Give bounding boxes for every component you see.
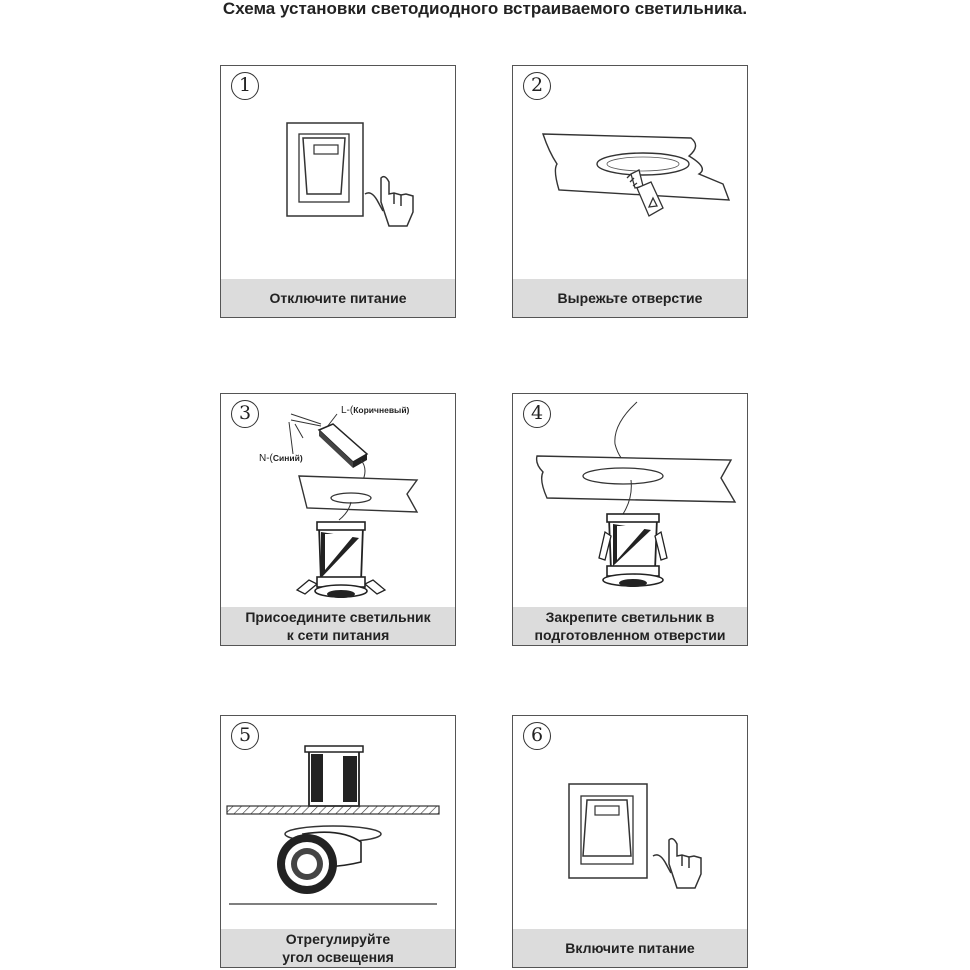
mount-fixture-illustration (535, 401, 737, 587)
live-wire-label: L-(Коричневый) (341, 405, 410, 416)
step-3-panel: 3 L-(Коричневый) N-(Синий) (220, 393, 456, 646)
step-1-panel: 1 Отключите питание (220, 65, 456, 318)
downlight-fixture (598, 513, 668, 587)
page-title: Схема установки светодиодного встраиваем… (222, 0, 748, 18)
step-5-caption: Отрегулируйте угол освещения (221, 929, 455, 967)
fixture-housing (304, 745, 364, 807)
step-5-number: 5 (231, 722, 259, 750)
cut-hole-illustration (542, 133, 731, 217)
adjust-angle-illustration (226, 745, 440, 905)
step-2-caption: Вырежьте отверстие (513, 279, 747, 317)
step-6-number: 6 (523, 722, 551, 750)
step-2-number: 2 (523, 72, 551, 100)
connect-wiring-illustration (288, 413, 419, 598)
pointing-hand-icon (652, 837, 702, 889)
step-1-number: 1 (231, 72, 259, 100)
saw-icon (626, 169, 664, 217)
step-5-panel: 5 Отрегулируйте угол освещения (220, 715, 456, 968)
neutral-wire-label: N-(Синий) (259, 453, 303, 464)
step-4-caption: Закрепите светильник в подготовленном от… (513, 607, 747, 645)
tilted-lamp-head (277, 831, 362, 894)
step-4-panel: 4 Закрепите светильник в подготовленном … (512, 393, 748, 646)
switch-on-illustration (568, 783, 702, 889)
step-1-caption: Отключите питание (221, 279, 455, 317)
step-6-caption: Включите питание (513, 929, 747, 967)
step-3-number: 3 (231, 400, 259, 428)
step-6-panel: 6 Включите питание (512, 715, 748, 968)
step-4-number: 4 (523, 400, 551, 428)
downlight-fixture (295, 521, 387, 598)
step-3-caption: Присоедините светильник к сети питания (221, 607, 455, 645)
switch-off-illustration (286, 122, 414, 227)
step-2-panel: 2 Вырежьте отверстие (512, 65, 748, 318)
pointing-hand-icon (364, 175, 414, 227)
